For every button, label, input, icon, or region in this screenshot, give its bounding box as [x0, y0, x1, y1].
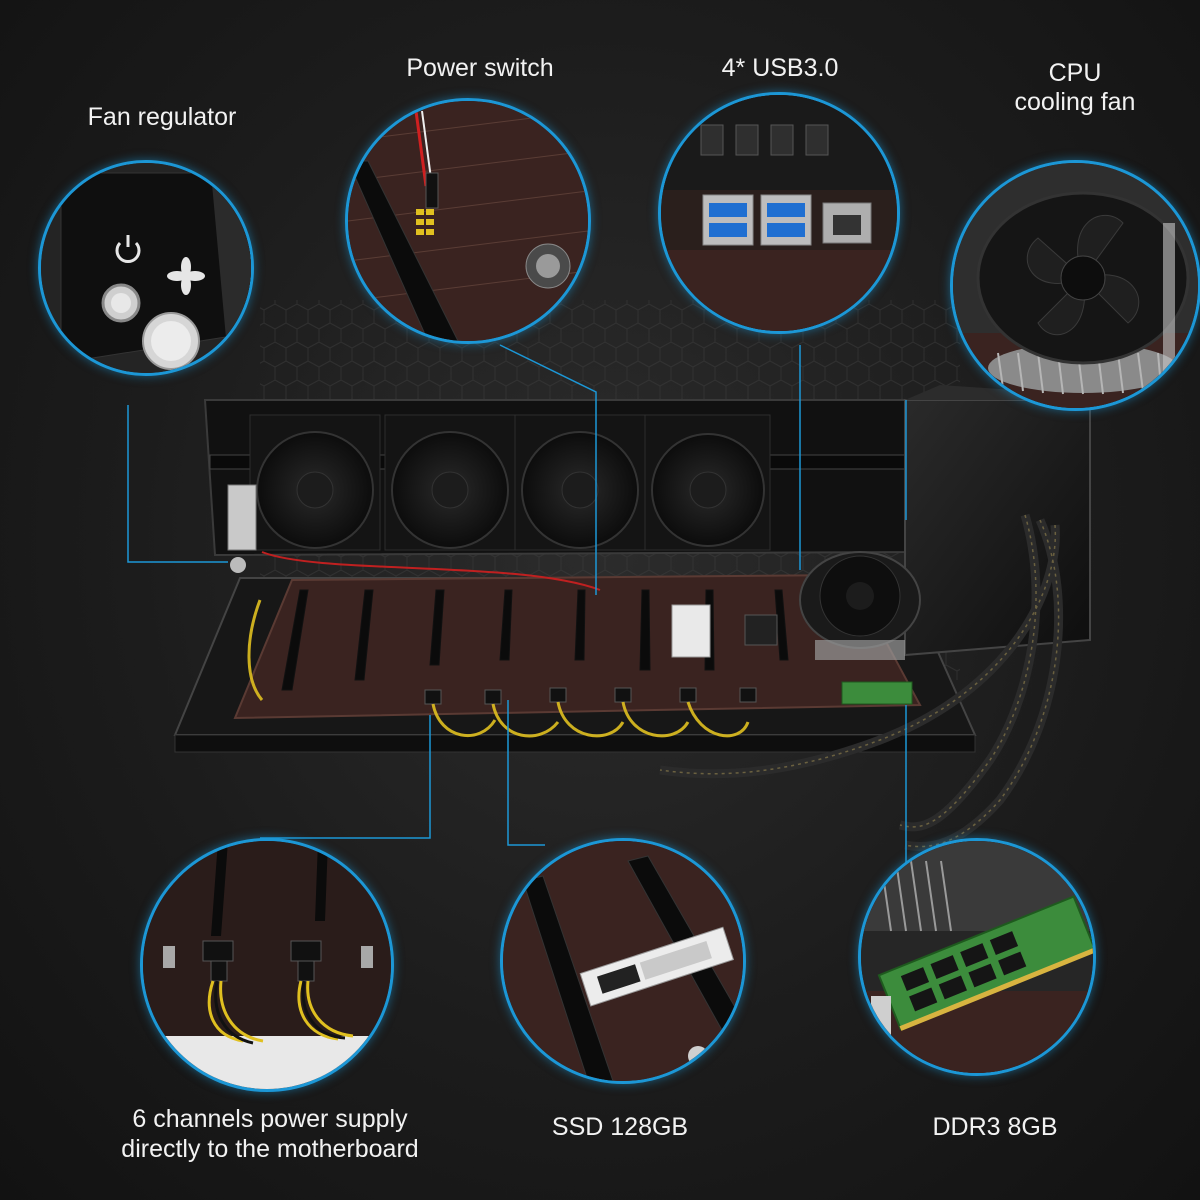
- fan-regulator-label: Fan regulator: [87, 103, 237, 131]
- ethernet-port: [822, 202, 872, 244]
- m2-ssd: [671, 604, 711, 658]
- fan-regulator-board: [227, 484, 257, 551]
- case-fan: [249, 414, 381, 551]
- power-switch-closeup: [345, 98, 591, 344]
- ddr3-label: DDR3 8GB: [932, 1113, 1058, 1141]
- ssd-module: [579, 926, 735, 1007]
- power-supply-closeup: [140, 838, 394, 1092]
- power-icon: [115, 235, 141, 263]
- power-supply-label: 6 channels power supply directly to the …: [121, 1105, 419, 1163]
- cpu-cooler: [799, 551, 921, 660]
- cpu-fan-label: CPU cooling fan: [1014, 59, 1136, 116]
- case-fan: [644, 414, 771, 551]
- usb-port: [760, 194, 812, 246]
- usb-port: [702, 194, 754, 246]
- power-switch-label: Power switch: [406, 54, 554, 82]
- fan-regulator-closeup: [38, 160, 254, 376]
- ram-closeup: [858, 838, 1096, 1076]
- usb-ports-closeup: [658, 92, 900, 334]
- ram-module: [841, 681, 913, 705]
- ram-stick: [877, 895, 1093, 1031]
- usb-label: 4* USB3.0: [721, 54, 839, 82]
- ssd-label: SSD 128GB: [551, 1113, 689, 1141]
- fan-icon: [167, 257, 205, 295]
- ssd-closeup: [500, 838, 746, 1084]
- cpu-fan-closeup: [950, 160, 1200, 411]
- case-fan: [514, 414, 646, 551]
- case-fan: [384, 414, 516, 551]
